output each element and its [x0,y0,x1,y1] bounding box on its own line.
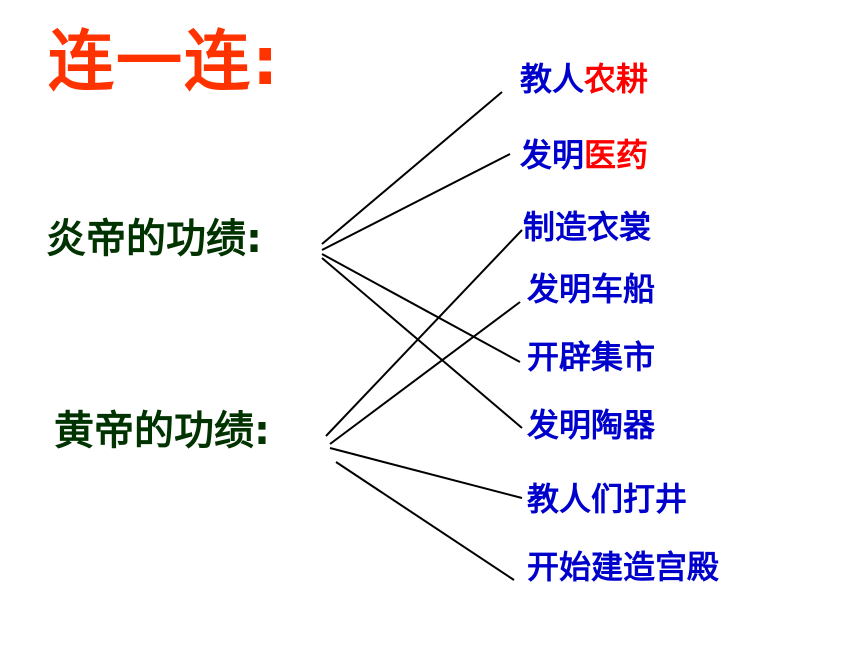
match-item-highlight: 农耕 [584,60,649,98]
left-label-huangdi: 黄帝的功绩: [54,408,270,454]
connector-line [329,301,521,445]
match-item-text: 发明 [520,136,585,174]
connector-line [335,461,515,581]
match-item-text: 开始建造宫殿 [527,548,720,586]
connector-line [321,153,511,251]
connector-line [325,229,523,437]
match-item-teach-farming: 教人农耕 [520,58,648,100]
connector-line [321,257,523,429]
match-item-invent-medicine: 发明医药 [520,134,648,176]
match-item-invent-pottery: 发明陶器 [527,404,655,446]
match-item-invent-vehicles: 发明车船 [527,268,655,310]
match-item-text: 发明陶器 [527,406,656,444]
match-item-text: 教人 [520,60,585,98]
match-item-text: 发明车船 [527,270,656,308]
connector-line [321,91,503,245]
match-item-text: 开辟集市 [527,338,656,376]
connector-line [329,447,523,499]
match-item-text: 制造衣裳 [523,208,652,246]
match-item-dig-wells: 教人们打井 [527,478,687,520]
match-item-open-markets: 开辟集市 [527,336,655,378]
match-item-text: 教人们打井 [527,480,688,518]
page-title: 连一连: [48,23,281,100]
connector-line [321,253,521,363]
left-label-yandi: 炎帝的功绩: [46,216,262,262]
match-item-make-clothing: 制造衣裳 [523,206,651,248]
match-item-highlight: 医药 [584,136,649,174]
match-item-build-palaces: 开始建造宫殿 [527,546,719,588]
